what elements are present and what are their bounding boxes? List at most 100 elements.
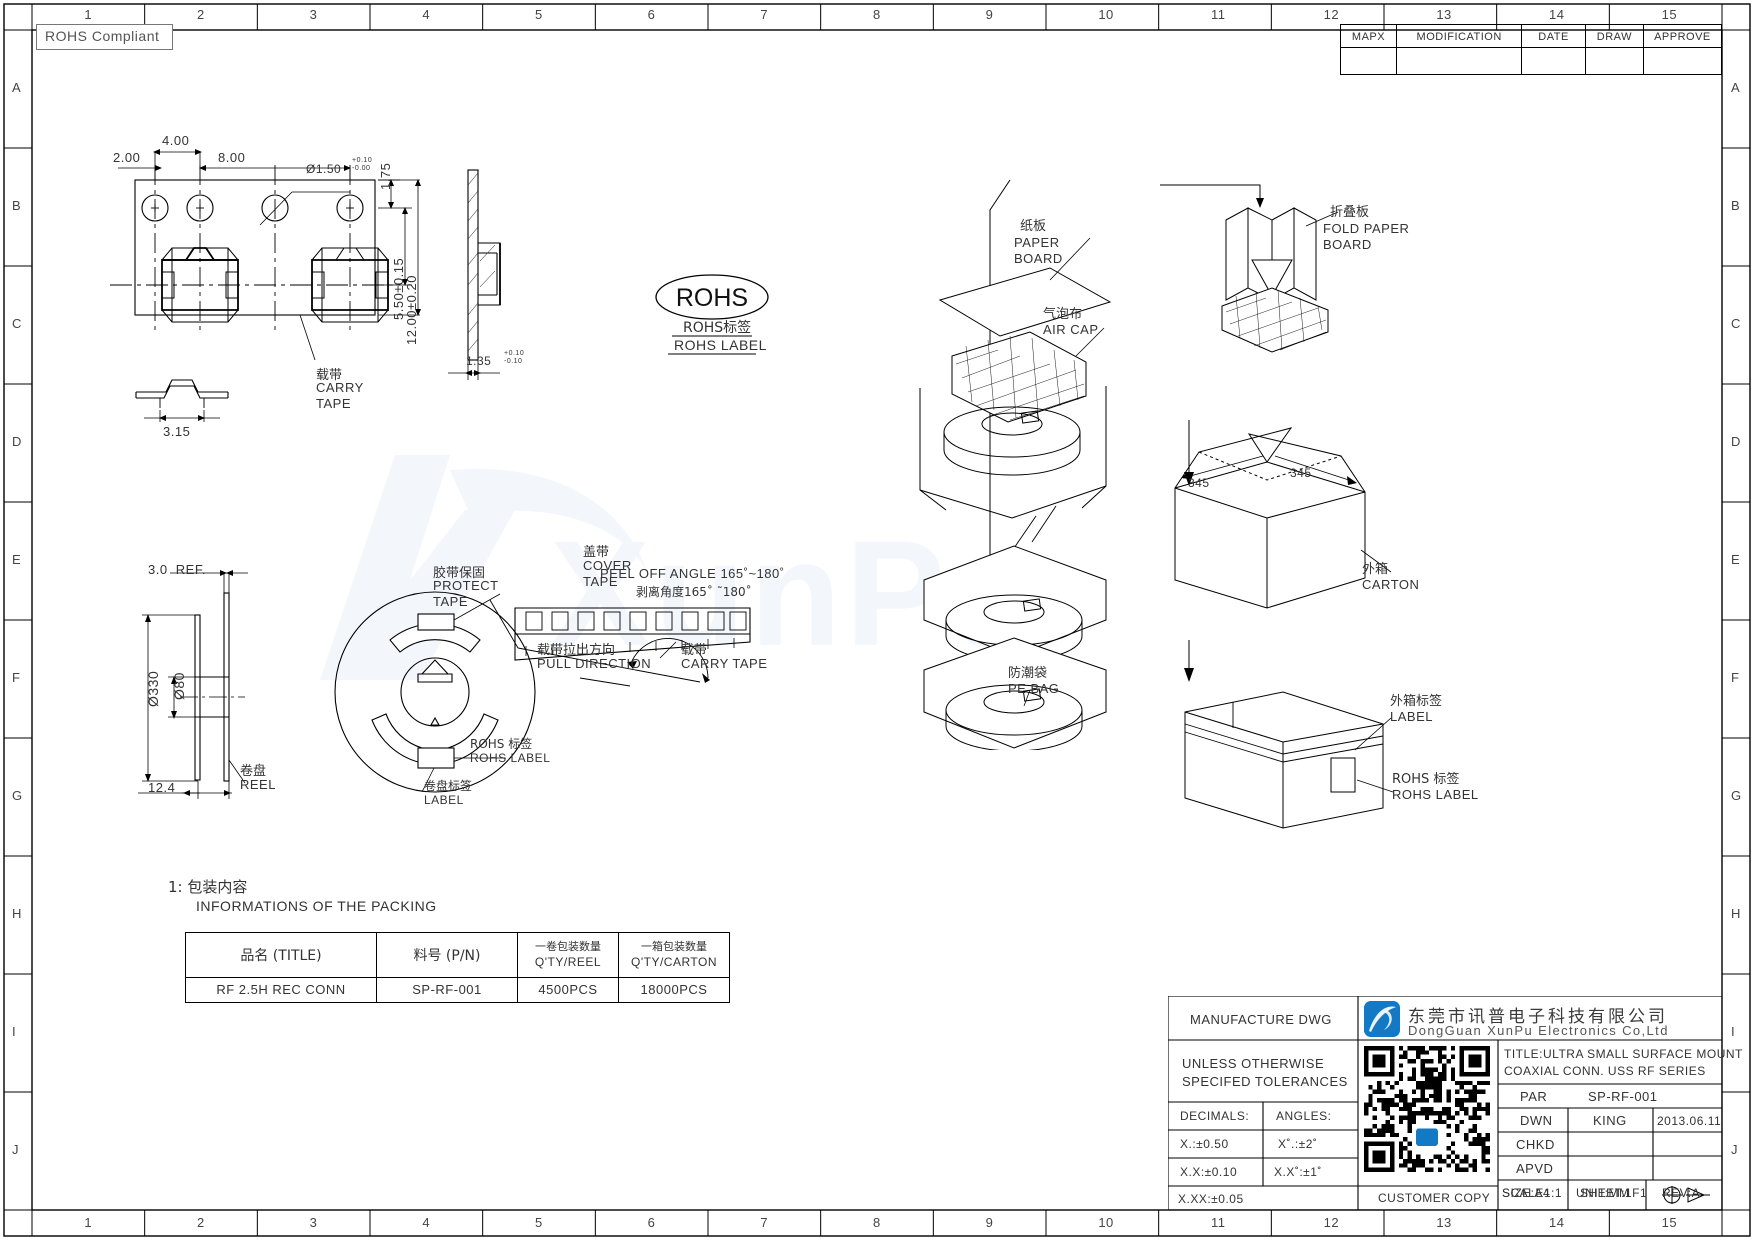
row-ruler-label: C <box>1731 316 1741 331</box>
column-ruler-label: 7 <box>760 1215 769 1230</box>
dim-1-35-tol-up: +0.10 <box>504 350 525 357</box>
manufacture-dwg-label: MANUFACTURE DWG <box>1190 1012 1332 1027</box>
dwn-label: DWN <box>1520 1113 1553 1128</box>
sheet-label: SHEET:1F1 <box>1580 1186 1648 1200</box>
carton-rohs-cn: ROHS 标签 <box>1392 772 1460 787</box>
column-ruler-label: 11 <box>1211 1215 1226 1230</box>
dim-345-b: 345 <box>1290 466 1312 480</box>
fold-paper-en2: BOARD <box>1323 237 1372 252</box>
packing-cell-qtycarton: 18000PCS <box>640 982 708 997</box>
row-ruler-label: G <box>1731 788 1742 803</box>
packing-data-row: RF 2.5H REC CONN SP-RF-001 4500PCS 18000… <box>185 977 730 1003</box>
reel-label-en: REEL <box>240 777 276 792</box>
qr-code <box>1364 1046 1490 1172</box>
carry-tape-section-view <box>448 169 501 380</box>
carton-label-cn: 外箱标签 <box>1390 694 1443 709</box>
dim-1-35-tol-dn: -0.10 <box>504 358 523 365</box>
row-ruler-label: J <box>1731 1142 1738 1157</box>
pull-direction-cn: 载带拉出方向 <box>537 643 616 658</box>
row-ruler-label: F <box>12 670 21 685</box>
row-ruler-label: E <box>1731 552 1741 567</box>
par-label: PAR <box>1520 1089 1548 1104</box>
column-ruler-label: 4 <box>422 1215 431 1230</box>
packing-col-qtycarton-en: Q'TY/CARTON <box>630 954 718 969</box>
carton-rohs-en: ROHS LABEL <box>1392 787 1479 802</box>
customer-copy-label: CUSTOMER COPY <box>1378 1191 1491 1205</box>
carry-tape-label-cn: 载带 <box>316 368 343 383</box>
column-ruler-label: 5 <box>535 1215 543 1230</box>
row-ruler-label: I <box>1731 1024 1736 1039</box>
packing-col-pn: 料号 (P/N) <box>413 948 481 964</box>
open-carton-view <box>1174 420 1392 609</box>
column-ruler-label: 8 <box>873 1215 881 1230</box>
apvd-label: APVD <box>1516 1161 1554 1176</box>
reel-label-tag-cn: 卷盘标签 <box>424 779 473 793</box>
tol-ang-2: X.X˚:±1˚ <box>1274 1165 1322 1179</box>
fold-paper-cn: 折叠板 <box>1330 205 1370 220</box>
air-cap-cn: 气泡布 <box>1043 307 1083 322</box>
revision-data-row <box>1339 47 1723 75</box>
pull-direction-en: PULL DIRECTION <box>537 656 652 671</box>
company-name-cn: 东莞市讯普电子科技有限公司 <box>1408 1007 1668 1027</box>
dim-hole-tol-lower: -0.00 <box>352 165 371 172</box>
column-ruler-label: 2 <box>197 7 205 22</box>
peel-off-angle-en: PEEL OFF ANGLE 165˚~180˚ <box>600 566 785 581</box>
pe-bag-en: PE BAG <box>1008 681 1060 696</box>
angles-label: ANGLES: <box>1276 1109 1332 1123</box>
drawing-title-line1: TITLE:ULTRA SMALL SURFACE MOUNT <box>1504 1047 1743 1061</box>
row-ruler-label: F <box>1731 670 1740 685</box>
dim-d80: Ø80 <box>171 672 187 700</box>
column-ruler-label: 6 <box>647 1215 656 1230</box>
column-ruler-label: 3 <box>309 7 318 22</box>
dwn-value: KING <box>1593 1113 1627 1128</box>
row-ruler-label: H <box>12 906 22 921</box>
paper-board-en2: BOARD <box>1014 251 1063 266</box>
air-cap-en: AIR CAP <box>1043 322 1099 337</box>
reel-side-view <box>138 570 248 799</box>
rev-label: REV:A <box>1662 1186 1701 1200</box>
column-ruler-label: 15 <box>1661 7 1678 22</box>
company-logo-icon <box>1364 1001 1400 1037</box>
tol-dec-1: X.:±0.50 <box>1180 1137 1229 1151</box>
rohs-label-cn: ROHS标签 <box>683 320 752 336</box>
fold-paper-en1: FOLD PAPER <box>1323 221 1410 236</box>
carry-tape-label-en2: TAPE <box>316 396 351 411</box>
protect-tape-en1: PROTECT <box>433 578 499 593</box>
carton-en: CARTON <box>1362 577 1420 592</box>
column-ruler-label: 10 <box>1098 7 1114 22</box>
reel-rohs-label-cn: ROHS 标签 <box>470 737 533 751</box>
rohs-stamp: ROHS <box>655 274 769 355</box>
column-ruler-label: 10 <box>1098 1215 1114 1230</box>
packing-col-qtycarton-cn: 一箱包装数量 <box>641 939 707 953</box>
dim-12-00: 12.00±0.20 <box>404 275 419 345</box>
decimals-label: DECIMALS: <box>1180 1109 1250 1123</box>
rev-col-approve: APPROVE <box>1654 31 1711 43</box>
reel-front-and-tape-view <box>334 591 751 793</box>
tolerance-note-line1: UNLESS OTHERWISE <box>1182 1056 1325 1071</box>
row-ruler-label: J <box>12 1142 19 1157</box>
dim-8-00: 8.00 <box>218 150 246 165</box>
row-ruler-label: C <box>12 316 22 331</box>
fold-paper-board-view <box>1160 184 1339 353</box>
dim-hole-tol-upper: +0.10 <box>352 157 373 164</box>
pe-bag-cn: 防潮袋 <box>1008 666 1048 681</box>
size-label: SIZE:A4 <box>1502 1186 1551 1200</box>
carton-label-en: LABEL <box>1390 709 1433 724</box>
pocket-profile-view <box>135 379 229 422</box>
packing-cell-qtyreel: 4500PCS <box>538 982 598 997</box>
dim-4-00: 4.00 <box>162 133 190 148</box>
dim-1-35: 1.35 <box>466 354 492 368</box>
dim-1-75: 1.75 <box>378 162 393 190</box>
packing-col-qtyreel-en: Q'TY/REEL <box>534 954 602 969</box>
column-ruler-label: 7 <box>760 7 769 22</box>
packing-exploded-view <box>919 179 1112 750</box>
carton-cn: 外箱 <box>1362 562 1389 577</box>
closed-carton-view <box>1184 640 1394 829</box>
row-ruler-label: B <box>1731 198 1741 213</box>
revision-table: MAPX MODIFICATION DATE DRAW APPROVE <box>1339 24 1723 75</box>
protect-tape-cn: 胶带保固 <box>433 566 486 581</box>
cover-tape-en1: COVER <box>583 558 632 573</box>
peel-off-angle-cn: 剥离角度165˚ ˜180˚ <box>636 585 752 599</box>
